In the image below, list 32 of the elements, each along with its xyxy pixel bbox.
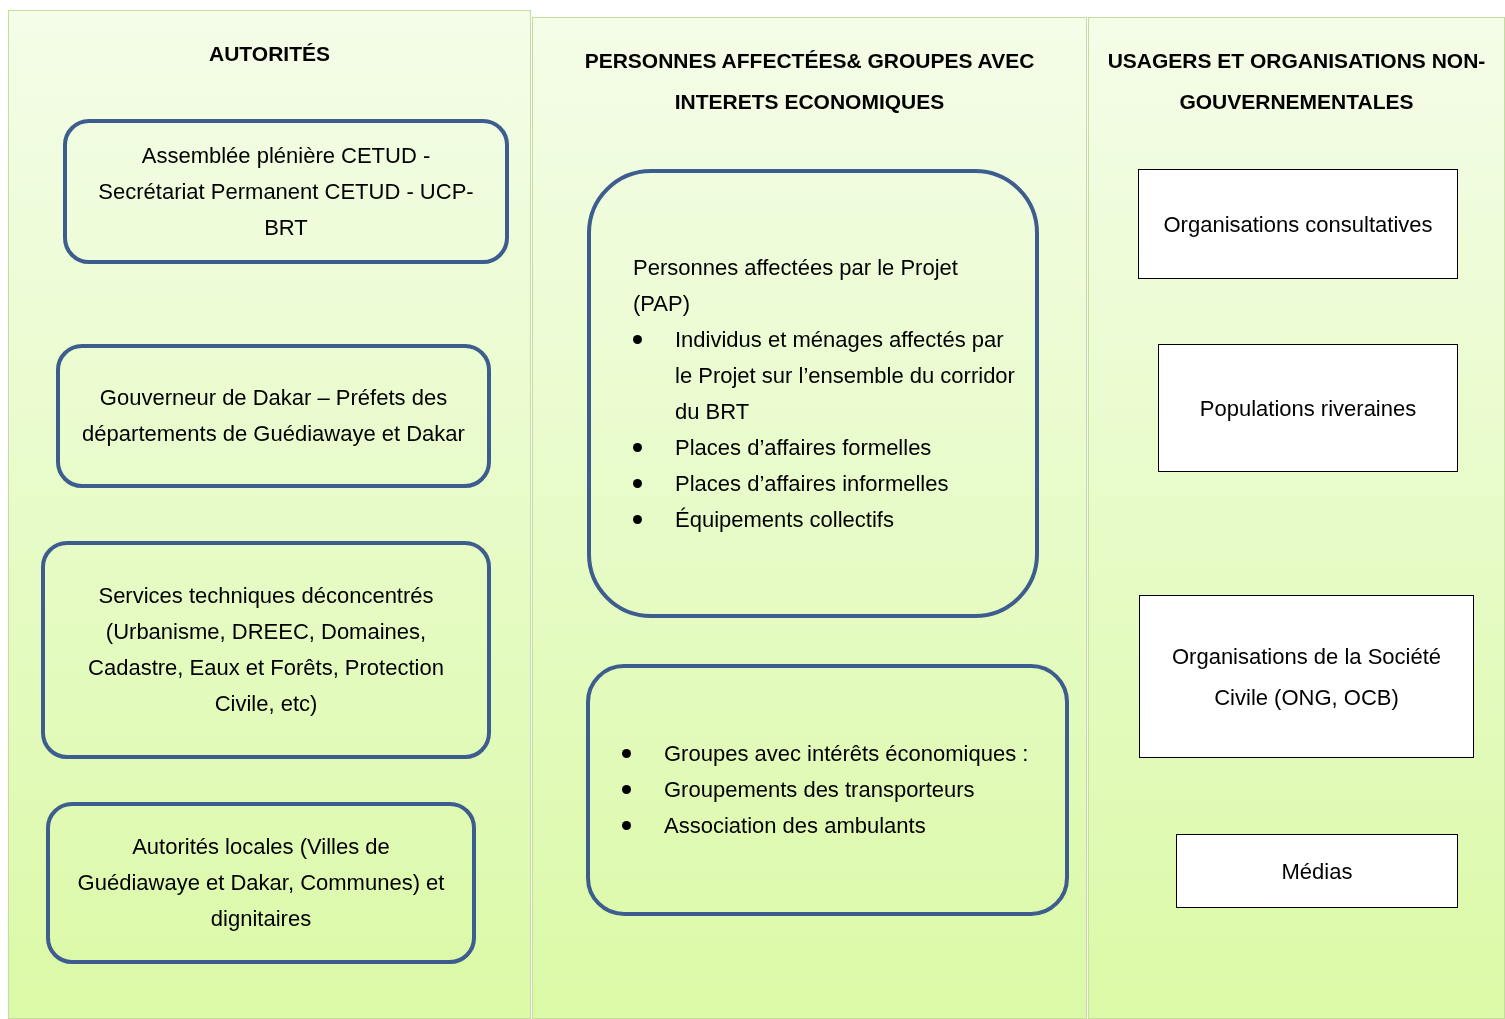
text-box [1139, 595, 1474, 758]
list-item: Association des ambulants [664, 812, 926, 840]
column-heading: USAGERS ET ORGANISATIONS NON-GOUVERNEMENTALES [1106, 48, 1487, 115]
list-item: Places d’affaires formelles [675, 433, 932, 462]
box-text: Populations riveraines [1199, 394, 1417, 423]
list-item: Groupements des transporteurs [664, 776, 975, 804]
column-panel [532, 17, 1087, 1019]
column-panel [1088, 17, 1505, 1019]
box-text: Organisations consultatives [1163, 210, 1433, 239]
column-panel [8, 10, 531, 1019]
box-text: Autorités locales (Villes de Guédiawaye et Dakar, Communes) et dignitaires [76, 833, 446, 933]
rounded-box [587, 169, 1039, 618]
list-item: Équipements collectifs [675, 505, 894, 534]
box-text: Médias [1281, 857, 1353, 886]
column-heading: AUTORITÉS [208, 41, 331, 67]
column-heading: PERSONNES AFFECTÉES& GROUPES AVEC INTERETS ECONOMIQUES [583, 48, 1036, 115]
list-item: Groupes avec intérêts économiques : [664, 740, 1029, 768]
rounded-box [46, 802, 476, 964]
rounded-box [63, 119, 509, 264]
list-item: Individus et ménages affectés par le Projet sur l’ensemble du corridor du BRT [675, 325, 1015, 426]
list-item: Places d’affaires informelles [675, 469, 949, 498]
rounded-box [56, 344, 491, 488]
box-text: Organisations de la Société Civile (ONG, OCB) [1170, 642, 1443, 712]
text-box [1176, 834, 1458, 908]
box-text: Gouverneur de Dakar – Préfets des départements de Guédiawaye et Dakar [81, 384, 466, 448]
text-box [1158, 344, 1458, 472]
text-box [1138, 169, 1458, 279]
rounded-box [586, 664, 1069, 916]
box-text: Services techniques déconcentrés (Urbanisme, DREEC, Domaines, Cadastre, Eaux et Forêts, Protection Civile, etc) [87, 582, 445, 718]
rounded-box [41, 541, 491, 759]
box-text: Personnes affectées par le Projet (PAP) [633, 253, 959, 318]
box-text: Assemblée plénière CETUD - Secrétariat Permanent CETUD - UCP-BRT [97, 141, 475, 242]
